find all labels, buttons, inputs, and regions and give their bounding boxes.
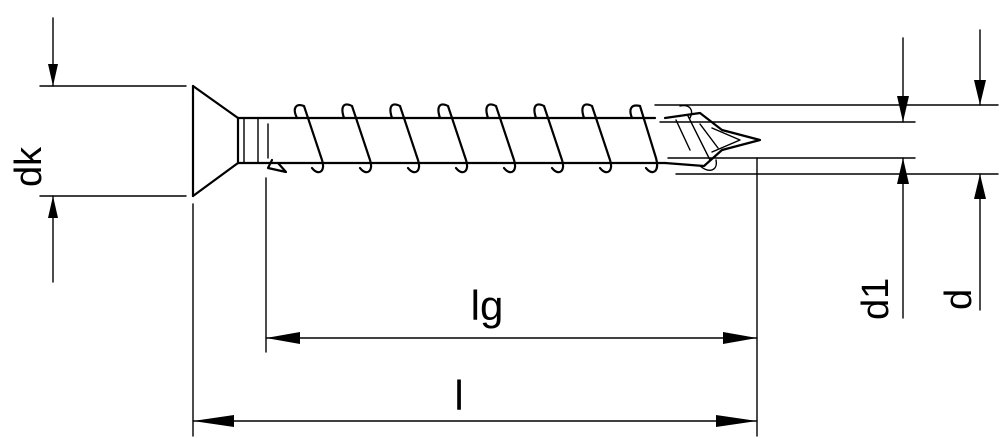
dimension-l: l	[192, 203, 758, 437]
screw-tip	[663, 104, 762, 171]
dk-label: dk	[8, 146, 50, 187]
screw	[191, 84, 762, 198]
screw-shank	[236, 116, 667, 165]
dimension-d: d	[654, 29, 999, 311]
dimension-d1: d1	[659, 37, 916, 320]
screw-thread	[266, 103, 659, 174]
screw-head	[191, 84, 259, 198]
l-label: l	[454, 372, 463, 419]
dimension-dk: dk	[8, 17, 187, 283]
d1-label: d1	[855, 278, 897, 320]
lg-label: lg	[471, 282, 504, 329]
d-label: d	[938, 289, 980, 310]
dimension-lg: lg	[265, 157, 758, 437]
